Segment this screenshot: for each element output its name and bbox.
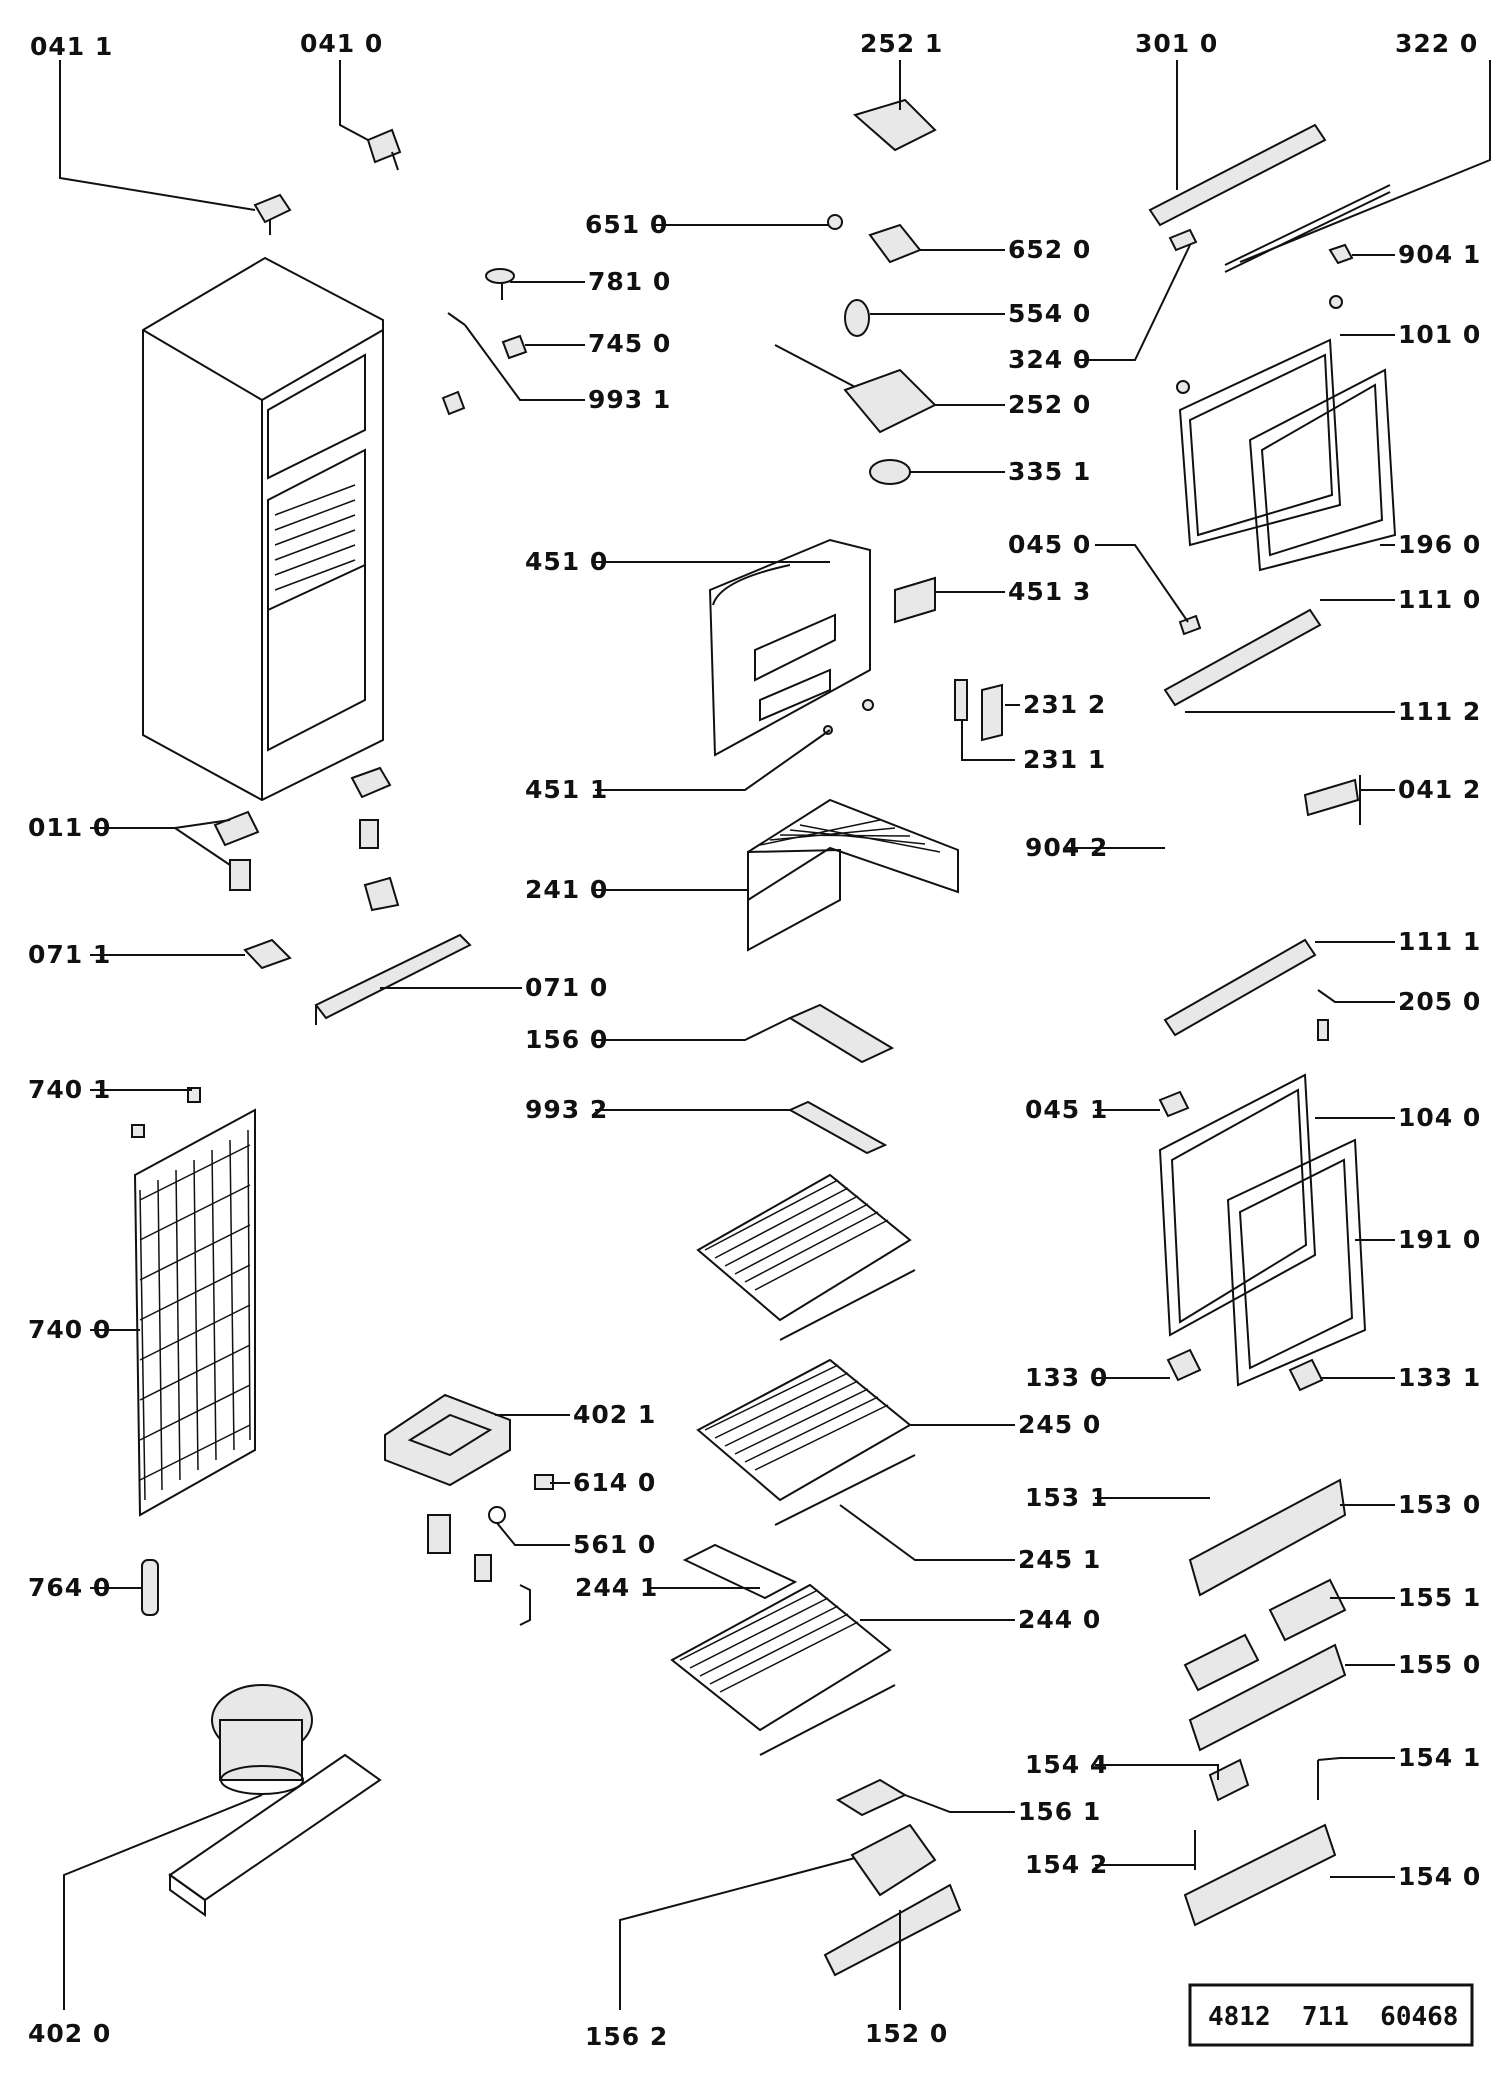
shelf-244 [670,1543,896,1756]
part-labels: 041 1 041 0 252 1 301 0 322 0 651 0 652 … [28,29,1481,2051]
label-156-2: 156 2 [585,2022,668,2051]
label-071-0: 071 0 [525,973,608,1002]
label-651-0: 651 0 [585,210,668,239]
label-252-1: 252 1 [860,29,943,58]
label-764-0: 764 0 [28,1573,111,1602]
label-011-0: 011 0 [28,813,111,842]
label-133-1: 133 1 [1398,1363,1481,1392]
label-191-0: 191 0 [1398,1225,1481,1254]
ice-tray-156-0 [787,1003,895,1064]
label-154-4: 154 4 [1025,1750,1108,1779]
label-154-0: 154 0 [1398,1862,1481,1891]
drier-764 [141,1559,159,1616]
label-156-1: 156 1 [1018,1797,1101,1826]
label-104-0: 104 0 [1398,1103,1481,1132]
label-156-0: 156 0 [525,1025,608,1054]
freezer-door [1176,243,1397,572]
label-133-0: 133 0 [1025,1363,1108,1392]
label-301-0: 301 0 [1135,29,1218,58]
label-041-1: 041 1 [30,32,113,61]
crisper-boxes [823,1778,962,1977]
evaporator-451 [708,538,936,757]
electrical-box-402-1 [384,1393,554,1626]
label-451-0: 451 0 [525,547,608,576]
label-041-2: 041 2 [1398,775,1481,804]
door-shelves [1183,1478,1347,1927]
label-740-1: 740 1 [28,1075,111,1104]
label-402-1: 402 1 [573,1400,656,1429]
label-196-0: 196 0 [1398,530,1481,559]
hinge-041-0 [366,128,402,171]
fridge-door [1158,1073,1367,1392]
document-number: 4812 711 60468 [1208,2002,1458,2032]
label-111-2: 111 2 [1398,697,1481,726]
label-561-0: 561 0 [573,1530,656,1559]
part-745 [441,312,528,416]
rail-071-0 [314,933,472,1025]
label-154-2: 154 2 [1025,1850,1108,1879]
top-strips [1148,123,1391,273]
label-071-1: 071 1 [28,940,111,969]
label-993-1: 993 1 [588,385,671,414]
label-652-0: 652 0 [1008,235,1091,264]
label-252-0: 252 0 [1008,390,1091,419]
label-155-0: 155 0 [1398,1650,1481,1679]
label-111-1: 111 1 [1398,927,1481,956]
shelf-245-top [696,1173,916,1341]
label-614-0: 614 0 [573,1468,656,1497]
condenser-740 [131,1087,256,1517]
label-904-1: 904 1 [1398,240,1481,269]
rail-993-2 [787,1100,888,1155]
label-153-0: 153 0 [1398,1490,1481,1519]
label-451-3: 451 3 [1008,577,1091,606]
part-231 [954,679,1003,742]
label-993-2: 993 2 [525,1095,608,1124]
cabinet-body [142,256,384,802]
label-745-0: 745 0 [588,329,671,358]
label-101-0: 101 0 [1398,320,1481,349]
label-152-0: 152 0 [865,2019,948,2048]
knob-781 [485,268,515,300]
label-111-0: 111 0 [1398,585,1481,614]
label-554-0: 554 0 [1008,299,1091,328]
label-324-0: 324 0 [1008,345,1091,374]
bracket-071-1 [243,938,292,970]
foot-011 [213,766,400,912]
hinge-041-1 [253,193,292,235]
leader-lines [59,60,1491,2010]
label-153-1: 153 1 [1025,1483,1108,1512]
shelf-245-mid [696,1358,916,1526]
label-904-2: 904 2 [1025,833,1108,862]
label-205-0: 205 0 [1398,987,1481,1016]
label-402-0: 402 0 [28,2019,111,2048]
label-244-0: 244 0 [1018,1605,1101,1634]
label-041-0: 041 0 [300,29,383,58]
compressor-402 [168,1684,382,1917]
label-451-1: 451 1 [525,775,608,804]
label-231-1: 231 1 [1023,745,1106,774]
thermostat-group [774,98,937,485]
label-045-0: 045 0 [1008,530,1091,559]
shelf-241 [747,798,959,952]
hinge-041-2 [1303,775,1361,825]
label-045-1: 045 1 [1025,1095,1108,1124]
label-322-0: 322 0 [1395,29,1478,58]
hinge-rail-111-1 [1163,938,1329,1041]
label-335-1: 335 1 [1008,457,1091,486]
label-245-1: 245 1 [1018,1545,1101,1574]
label-245-0: 245 0 [1018,1410,1101,1439]
label-155-1: 155 1 [1398,1583,1481,1612]
document-number-box: 4812 711 60468 [1188,1983,1474,2047]
label-740-0: 740 0 [28,1315,111,1344]
label-231-2: 231 2 [1023,690,1106,719]
label-244-1: 244 1 [575,1573,658,1602]
label-154-1: 154 1 [1398,1743,1481,1772]
hinge-rail-111-0 [1163,608,1322,707]
label-781-0: 781 0 [588,267,671,296]
label-241-0: 241 0 [525,875,608,904]
